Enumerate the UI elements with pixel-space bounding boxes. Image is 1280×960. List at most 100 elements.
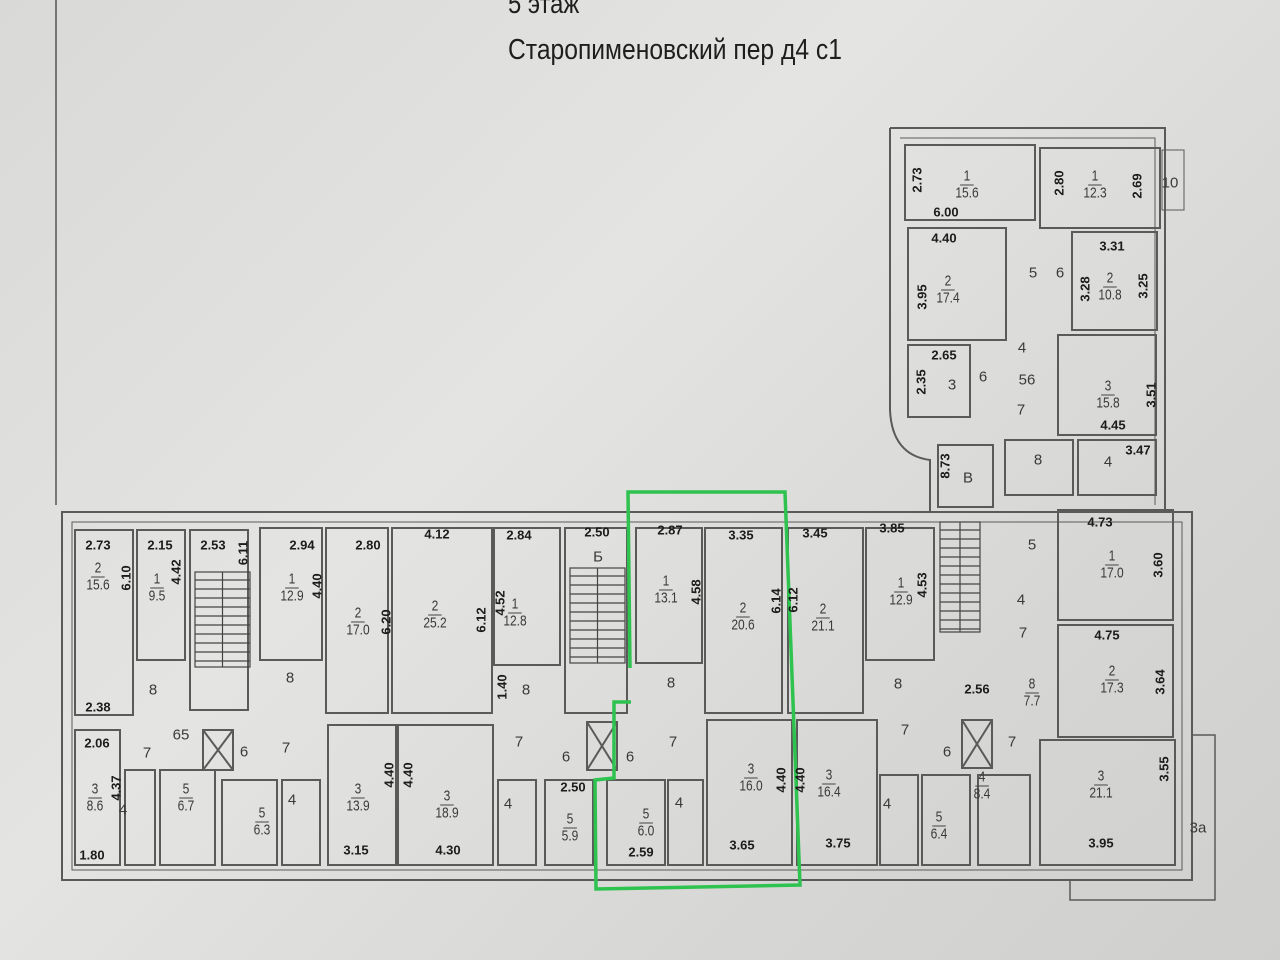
dimension-label: 1.40 — [494, 674, 510, 700]
dimension-label: 3.65 — [729, 837, 755, 853]
room-area: 20.6 — [731, 616, 755, 634]
dimension-label: 3.51 — [1143, 382, 1159, 408]
room-number: 4 — [975, 769, 989, 787]
room-area: 6.7 — [177, 797, 195, 815]
room-number-label: В — [962, 469, 974, 487]
room-number-label: 4 — [118, 801, 128, 819]
dimension-label: 6.12 — [473, 607, 489, 633]
dimension-label: 2.80 — [1051, 170, 1067, 196]
room-number: 3 — [88, 781, 102, 799]
room-area: 10.8 — [1098, 286, 1122, 304]
dimension-label: 3.64 — [1152, 669, 1168, 695]
room-number: 2 — [941, 273, 955, 291]
dimension-label: 4.40 — [931, 230, 957, 246]
room-number-label: 7 — [1007, 733, 1017, 751]
dimension-label: 4.73 — [1087, 514, 1113, 530]
room-number: 5 — [563, 811, 577, 829]
room-area: 17.4 — [936, 289, 960, 307]
room-area: 21.1 — [1089, 784, 1113, 802]
dimension-label: 2.53 — [200, 537, 226, 553]
dimension-label: 4.45 — [1100, 417, 1126, 433]
dimension-label: 6.00 — [933, 204, 959, 220]
dimension-label: 3.47 — [1125, 442, 1151, 458]
room-number-label: 7 — [1018, 624, 1028, 642]
room-number-label: 4 — [674, 794, 684, 812]
room-number-label: 10 — [1161, 174, 1179, 192]
room-number-label: 7 — [281, 739, 291, 757]
room-number: 2 — [351, 605, 365, 623]
dimension-label: 6.12 — [785, 587, 801, 613]
dimension-label: 3.60 — [1150, 552, 1166, 578]
dimension-label: 4.53 — [914, 572, 930, 598]
room-number: 2 — [1103, 270, 1117, 288]
room-number-label: 7 — [514, 733, 524, 751]
dimension-label: 3.75 — [825, 835, 851, 851]
dimension-label: 3.55 — [1156, 756, 1172, 782]
dimension-label: 3.85 — [879, 520, 905, 536]
room-number: 8 — [1025, 676, 1039, 694]
room-number: 5 — [255, 805, 269, 823]
room-number: 1 — [659, 573, 673, 591]
dimension-label: 4.40 — [400, 762, 416, 788]
room-area: 15.8 — [1096, 394, 1120, 412]
room-number-label: 7 — [668, 733, 678, 751]
room-number: 3 — [440, 788, 454, 806]
room-area: 17.0 — [1100, 564, 1124, 582]
dimension-label: 1.80 — [79, 847, 105, 863]
dimension-label: 2.87 — [657, 522, 683, 538]
room-number: 1 — [894, 575, 908, 593]
room-area: 13.1 — [654, 589, 678, 607]
room-number: 2 — [816, 601, 830, 619]
room-number-label: 7 — [900, 721, 910, 739]
room-number-label: 8 — [893, 675, 903, 693]
dimension-label: 4.52 — [492, 590, 508, 616]
dimension-label: 6.14 — [768, 588, 784, 614]
stairs — [194, 521, 981, 668]
room-number-label: 7 — [142, 744, 152, 762]
room-number: 3 — [744, 761, 758, 779]
dimension-label: 2.94 — [289, 537, 315, 553]
room-area: 5.9 — [561, 827, 579, 845]
room-number-label: 8 — [666, 674, 676, 692]
room-number-label: 8 — [148, 681, 158, 699]
room-number-label: 5 — [1028, 264, 1038, 282]
room-number-label: 3 — [947, 376, 957, 394]
room-number: 1 — [1088, 168, 1102, 186]
highlighted-apartment-outline — [593, 490, 802, 891]
room-number: 1 — [1105, 548, 1119, 566]
room-area: 8.4 — [973, 785, 991, 803]
room-number: 3 — [1094, 768, 1108, 786]
dimension-label: 2.50 — [560, 779, 586, 795]
dimension-label: 6.11 — [235, 540, 251, 566]
room-area: 6.0 — [637, 822, 655, 840]
room-number: 3 — [822, 767, 836, 785]
room-area: 25.2 — [423, 614, 447, 632]
room-area: 12.8 — [503, 612, 527, 630]
dimension-label: 4.42 — [168, 559, 184, 585]
room-number-label: 4 — [882, 795, 892, 813]
dimension-label: 2.65 — [931, 347, 957, 363]
room-area: 8.6 — [86, 797, 104, 815]
room-area: 15.6 — [955, 184, 979, 202]
dimension-label: 2.38 — [85, 699, 111, 715]
room-number: 3 — [1101, 378, 1115, 396]
floor-title: 5 этаж — [508, 0, 580, 19]
room-number-label: 56 — [1018, 371, 1036, 389]
room-number-label: Б — [593, 548, 603, 566]
